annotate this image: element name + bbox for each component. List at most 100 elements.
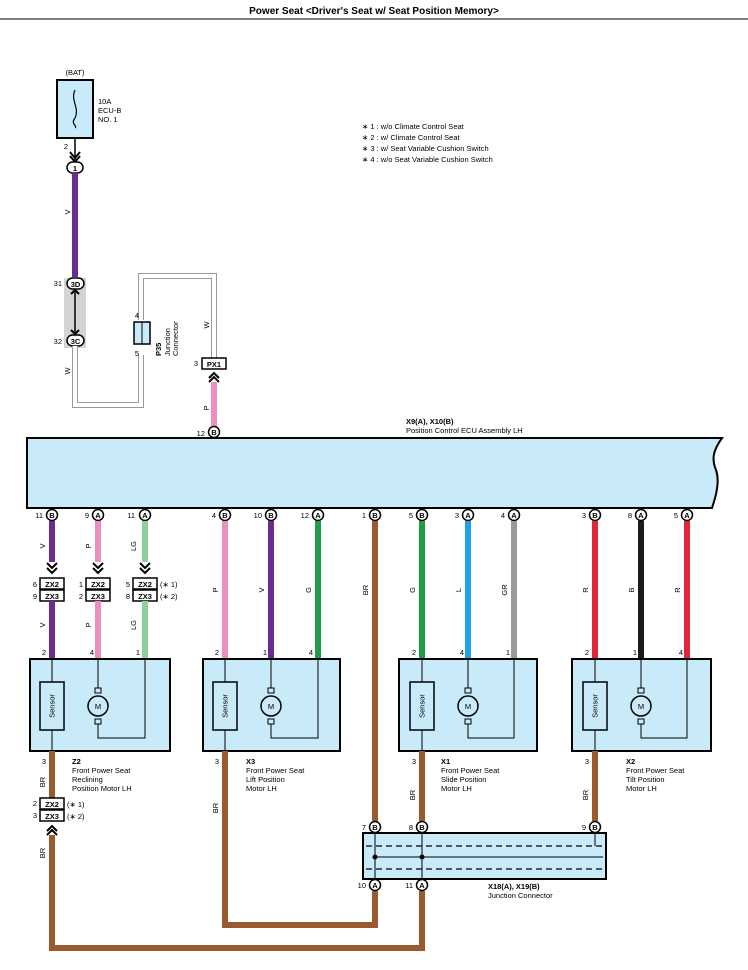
ecu-pin-label: 4: [501, 511, 505, 520]
ecu-pin-label: 11: [35, 511, 43, 520]
px1-body: [201, 357, 227, 370]
jb-top-term: 3D: [71, 280, 81, 289]
junction-block: 31 3D 32 3C: [54, 277, 86, 348]
fuse-icon: [72, 89, 78, 129]
zx2-box: [85, 577, 111, 590]
ecu-pin-term: B: [222, 511, 228, 520]
ecu-pin-term: A: [465, 511, 471, 520]
px1-pin: 3: [194, 359, 198, 368]
zx-name: ZX3: [138, 592, 152, 601]
motor-pin: 4: [460, 648, 464, 657]
page-title: Power Seat <Driver's Seat w/ Seat Positi…: [249, 6, 499, 17]
ecu-id: X9(A), X10(B): [406, 417, 454, 426]
ecu-pin-label: 3: [582, 511, 586, 520]
motor-pin: 2: [412, 648, 416, 657]
ecu-pin-label: 8: [628, 511, 632, 520]
wire-label-w2: W: [202, 321, 211, 329]
motor-pin: 2: [42, 648, 46, 657]
zx-name: ZX3: [91, 592, 105, 601]
ecu-pin: [368, 508, 382, 522]
motor-pin: 1: [506, 648, 510, 657]
ecu-pin: [634, 508, 648, 522]
fuse-pin: 2: [64, 142, 68, 151]
motor-icon: [630, 695, 652, 717]
motor-name: Motor LH: [441, 784, 472, 793]
motor-pin: 1: [136, 648, 140, 657]
p35-id: P35: [154, 343, 163, 356]
motor-z2: 2 4 1 Sensor M 3 Z2 Front Power Seat Rec…: [29, 648, 171, 793]
connector-arrow-icon: [46, 562, 58, 575]
motor-x3: 2 1 4 Sensor M 3 X3 Front Power Seat Lif…: [202, 648, 341, 793]
motor-name: Tilt Position: [626, 775, 665, 784]
wire-label: P: [211, 587, 220, 592]
jc-terminal: [588, 820, 602, 834]
zx-name: ZX2: [45, 580, 59, 589]
jb-bot-pin: 32: [54, 337, 62, 346]
zx-name: ZX3: [45, 592, 59, 601]
sensor-box: [409, 681, 435, 731]
ecu-pin: [461, 508, 475, 522]
motor-name: Reclining: [72, 775, 103, 784]
wire-label: V: [257, 587, 266, 592]
motor-pin: 2: [585, 648, 589, 657]
fuse-name: ECU-B: [98, 106, 121, 115]
ecu-pin: [264, 508, 278, 522]
ecu-pin: [588, 508, 602, 522]
wire-label: P: [84, 543, 93, 548]
wire-label: BR: [38, 776, 47, 787]
connector-arrow-icon: [92, 562, 104, 575]
wire-label: BR: [38, 847, 47, 858]
motor-name: Motor LH: [246, 784, 277, 793]
motor-bot-pin: 3: [412, 757, 416, 766]
motor-name: Front Power Seat: [626, 766, 685, 775]
wire-label: R: [673, 587, 682, 593]
motor-id: Z2: [72, 757, 81, 766]
ecu-pin-term: A: [142, 511, 148, 520]
wire-br-x3: [222, 751, 378, 928]
zx-note: (∗ 1): [160, 580, 178, 589]
motor-id: X2: [626, 757, 635, 766]
ecu-pin: [311, 508, 325, 522]
wire-w-2: [139, 274, 216, 358]
zx-name: ZX2: [138, 580, 152, 589]
motor-x2: 2 1 4 Sensor M 3 X2 Front Power Seat Til…: [571, 648, 712, 793]
wire-w-1: [73, 346, 143, 407]
connector-arrow-icon: [46, 824, 58, 836]
motor-id: X1: [441, 757, 450, 766]
zx-name: ZX2: [45, 800, 59, 809]
jb-bot-term: 3C: [71, 337, 81, 346]
fuse-box: [56, 79, 94, 139]
ecu-pin-term: A: [511, 511, 517, 520]
sensor-label: Sensor: [591, 694, 600, 718]
wire-label: G: [304, 587, 313, 593]
zx-note: (∗ 1): [67, 800, 85, 809]
wire-label: R: [581, 587, 590, 593]
px1-term: PX1: [207, 360, 221, 369]
fuse-rating: 10A: [98, 97, 111, 106]
jc-terminal: [415, 820, 429, 834]
motor-icon: [457, 695, 479, 717]
note-3: ∗ 3 : w/ Seat Variable Cushion Switch: [362, 144, 489, 153]
wire-w-1-outline: [72, 346, 144, 408]
jc-term: B: [592, 823, 598, 832]
zx2-box: [132, 577, 158, 590]
ecu-pin-term: B: [419, 511, 425, 520]
note-2: ∗ 2 : w/ Climate Control Seat: [362, 133, 460, 142]
note-1: ∗ 1 : w/o Climate Control Seat: [362, 122, 465, 131]
p35-pin-bot: 5: [135, 349, 139, 358]
ecu-pin-term: B: [372, 511, 378, 520]
junction-connector: 7 B 8 B 9 B 10 A 11 A X18(A), X19(B) Jun…: [358, 820, 607, 900]
wire-label: B: [627, 587, 636, 592]
zx-note: (∗ 2): [160, 592, 178, 601]
ecu-pin-label: 1: [362, 511, 366, 520]
wire-label: V: [38, 622, 47, 627]
ecu-pin: [91, 508, 105, 522]
wire-label: L: [454, 588, 463, 592]
wire-br-z2-return: [49, 835, 425, 951]
px1-connector: 3 PX1: [194, 357, 227, 383]
wire-label-w1: W: [63, 367, 72, 375]
motor-x1: 2 4 1 Sensor M 3 X1 Front Power Seat Sli…: [398, 648, 538, 793]
ecu-pin-term: A: [95, 511, 101, 520]
sensor-label: Sensor: [418, 694, 427, 718]
